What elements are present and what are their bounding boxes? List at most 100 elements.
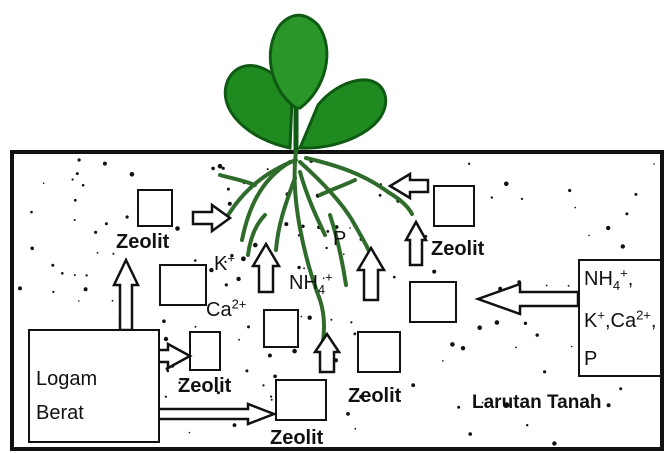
- soil-dot: [270, 396, 272, 398]
- arrow-up: [114, 260, 138, 330]
- heavy-metal-line2: Berat: [36, 403, 84, 423]
- soil-dot: [325, 247, 327, 249]
- nutrient-line-kca: K+,Ca2+,: [584, 311, 656, 331]
- zeolit-label: Zeolit: [348, 386, 401, 406]
- soil-dot: [284, 222, 288, 226]
- soil-dot: [625, 212, 628, 215]
- nutrient-line-nh4: NH4+,: [584, 269, 633, 289]
- soil-dot: [82, 184, 85, 187]
- soil-dot: [634, 193, 637, 196]
- soil-dot: [543, 370, 546, 373]
- soil-dot: [621, 244, 625, 248]
- arrow-up: [358, 248, 384, 300]
- soil-dot: [78, 158, 81, 161]
- soil-dot: [84, 287, 88, 291]
- soil-dot: [546, 285, 548, 287]
- zeolit-label: Zeolit: [178, 376, 231, 396]
- soil-dot: [303, 267, 305, 269]
- zeolite-box: [434, 186, 474, 226]
- soil-dot: [379, 194, 382, 197]
- soil-dot: [164, 337, 168, 341]
- soil-dot: [209, 268, 213, 272]
- zeolit-label: Zeolit: [431, 239, 484, 259]
- zeolite-box: [264, 310, 298, 347]
- arrow-up: [315, 334, 339, 372]
- soil-dot: [607, 403, 611, 407]
- soil-dot: [477, 325, 482, 330]
- arrow-left: [478, 284, 578, 314]
- ion-k-label: K+: [214, 254, 235, 274]
- soil-dot: [606, 226, 610, 230]
- soil-dot: [103, 162, 107, 166]
- soil-dot: [536, 333, 539, 336]
- soil-dot: [233, 423, 237, 427]
- soil-dot: [526, 424, 528, 426]
- soil-dot: [457, 406, 460, 409]
- soil-dot: [238, 339, 240, 341]
- soil-dot: [18, 286, 22, 290]
- soil-dot: [353, 333, 356, 336]
- nutrient-line-p: P: [584, 349, 597, 369]
- soil-dot: [30, 211, 33, 214]
- soil-dot: [225, 283, 228, 286]
- soil-dot: [343, 253, 345, 255]
- soil-dot: [653, 163, 655, 165]
- soil-dot: [330, 319, 332, 321]
- zeolit-label: Zeolit: [270, 428, 323, 448]
- arrow-up: [406, 222, 426, 265]
- soil-dot: [51, 264, 54, 267]
- soil-dot: [346, 412, 350, 416]
- soil-dot: [552, 441, 556, 445]
- soil-dot: [268, 354, 272, 358]
- soil-dot: [354, 428, 356, 430]
- soil-dot: [218, 164, 223, 169]
- soil-dot: [162, 319, 166, 323]
- soil-dot: [97, 252, 99, 254]
- soil-dot: [468, 163, 470, 165]
- soil-dot: [450, 342, 455, 347]
- soil-dot: [61, 272, 64, 275]
- soil-dot: [194, 259, 197, 262]
- zeolite-box: [358, 332, 400, 372]
- soil-dot: [393, 276, 396, 279]
- soil-dot: [411, 383, 415, 387]
- soil-dot: [432, 270, 436, 274]
- soil-dot: [297, 266, 300, 269]
- soil-dot: [271, 399, 273, 401]
- soil-dot: [236, 277, 240, 281]
- heavy-metal-box: Logam Berat: [28, 329, 160, 443]
- soil-dot: [94, 231, 97, 234]
- soil-dot: [74, 219, 76, 221]
- soil-dot: [588, 235, 590, 237]
- soil-dot: [43, 183, 45, 185]
- soil-dot: [241, 256, 246, 261]
- soil-dot: [78, 300, 80, 302]
- soil-dot: [227, 188, 230, 191]
- ion-ca-label: Ca2+: [206, 300, 246, 320]
- soil-dot: [195, 326, 197, 328]
- soil-dot: [262, 384, 264, 386]
- soil-dot: [165, 396, 167, 398]
- soil-dot: [72, 178, 74, 180]
- soil-dot: [52, 291, 54, 293]
- soil-dot: [301, 316, 303, 318]
- plant-roots: [220, 152, 412, 350]
- soil-dot: [74, 199, 77, 202]
- zeolite-box: [160, 265, 206, 305]
- zeolite-box: [138, 190, 172, 226]
- soil-dot: [468, 432, 472, 436]
- soil-dot: [245, 369, 248, 372]
- plant-leaves: [225, 15, 385, 152]
- arrow-right: [193, 205, 230, 231]
- ion-p-label: P: [333, 229, 346, 249]
- soil-dot: [228, 202, 232, 206]
- nutrient-box: NH4+, K+,Ca2+, P: [578, 259, 662, 377]
- zeolite-box: [410, 282, 456, 322]
- soil-dot: [349, 227, 351, 229]
- soil-dot: [253, 243, 258, 248]
- soil-dot: [130, 172, 135, 177]
- arrow-right: [140, 404, 274, 424]
- soil-solution-label: Larutan Tanah: [472, 393, 602, 412]
- soil-dot: [126, 215, 129, 218]
- soil-dot: [222, 167, 225, 170]
